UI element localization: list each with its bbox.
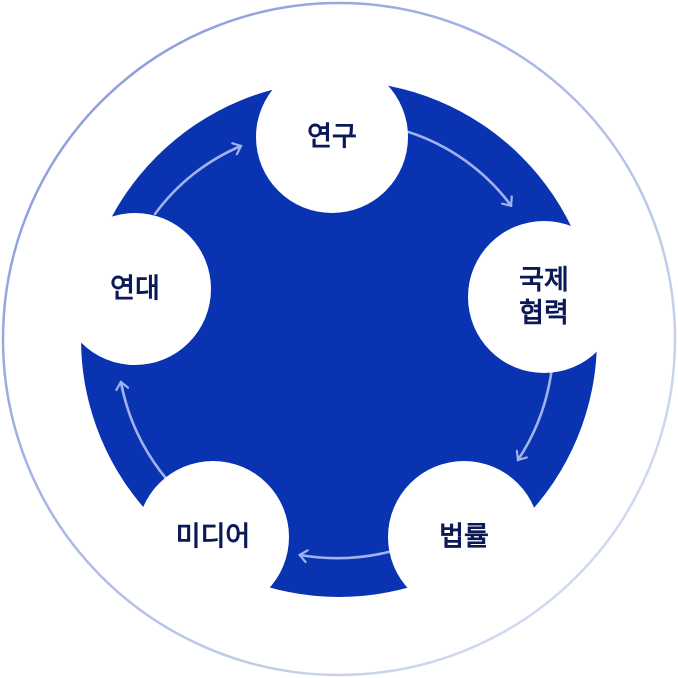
- arrow-research-to-intl: [407, 130, 512, 207]
- node-label-intl: 국제: [519, 265, 569, 296]
- node-label-research: 연구: [307, 122, 357, 153]
- node-circle-law: [388, 461, 540, 613]
- node-law: 법률: [388, 461, 540, 613]
- arrow-media-to-solidarity: [121, 380, 168, 480]
- node-label-intl: 협력: [519, 298, 569, 329]
- node-circle-research: [256, 61, 408, 213]
- node-solidarity: 연대: [59, 213, 211, 365]
- node-research: 연구: [256, 61, 408, 213]
- node-circle-intl: [468, 221, 620, 373]
- arrow-intl-to-law: [518, 369, 553, 462]
- node-media: 미디어: [137, 461, 289, 613]
- node-label-solidarity: 연대: [110, 274, 160, 305]
- arrow-solidarity-to-research: [153, 146, 243, 216]
- node-label-law: 법률: [439, 522, 489, 553]
- arrow-law-to-media: [298, 551, 393, 558]
- node-circle-media: [137, 461, 289, 613]
- node-circle-solidarity: [59, 213, 211, 365]
- node-label-media: 미디어: [176, 522, 251, 553]
- cycle-arrows: [121, 130, 553, 558]
